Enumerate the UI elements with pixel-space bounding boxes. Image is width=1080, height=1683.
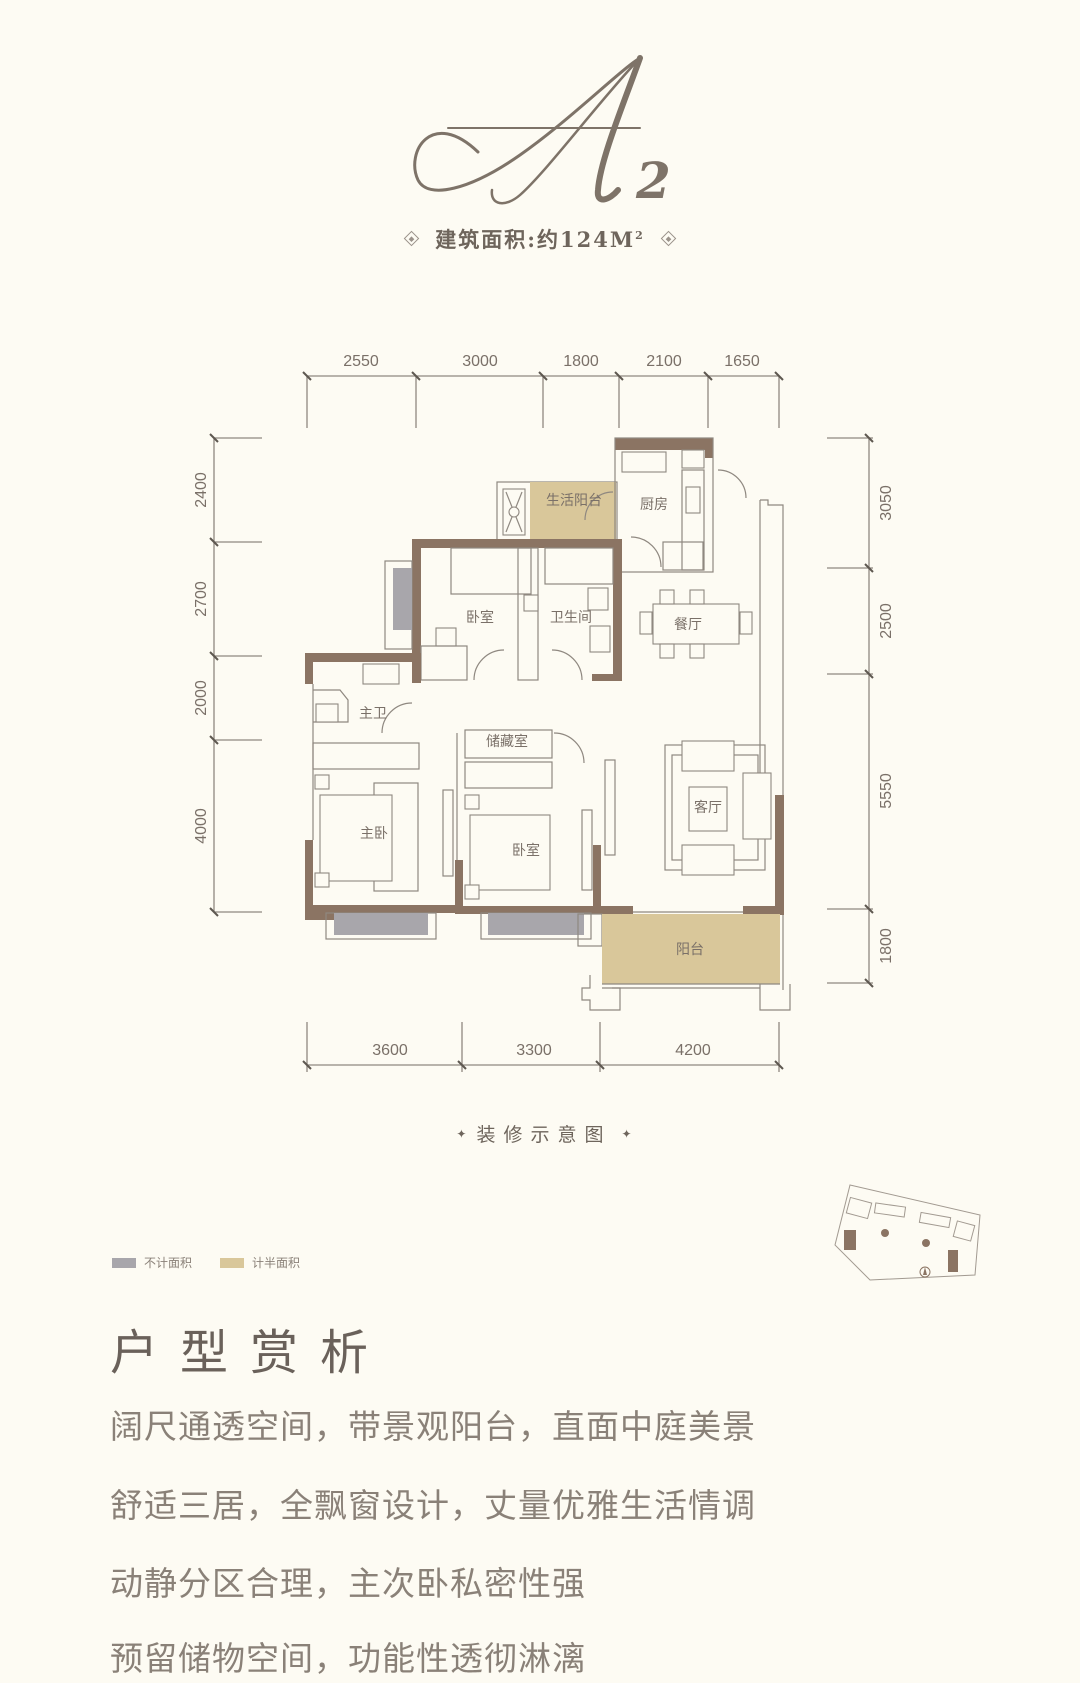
dim-bottom-2: 3300	[516, 1042, 552, 1059]
second-bedroom-block: 储藏室 卧室	[455, 729, 616, 914]
sofa-icon	[742, 772, 772, 840]
caption-text: 装修示意图	[476, 1124, 612, 1146]
chair-icon	[435, 627, 457, 647]
dim-right-3: 5550	[878, 773, 895, 809]
dim-top-3: 1800	[563, 353, 599, 370]
master-suite: 主卫 主卧	[305, 653, 454, 920]
south-wall	[305, 905, 783, 947]
bay-window-not-counted	[488, 913, 584, 935]
room-label-balcony: 阳台	[676, 942, 704, 958]
bottom-dimension-line: 3600 3300 4200	[302, 1022, 784, 1072]
area-legend: 不计面积 计半面积	[112, 1254, 320, 1271]
dim-bottom-1: 3600	[372, 1042, 408, 1059]
legend-item-not-counted: 不计面积	[112, 1254, 192, 1271]
bay-window-not-counted	[334, 913, 428, 935]
washbasin-icon	[589, 625, 611, 653]
room-label-storage: 储藏室	[486, 733, 528, 750]
sink-icon	[621, 451, 667, 473]
left-dimension-line: 2400 2700 2000 4000	[193, 433, 262, 917]
dining-table-icon	[652, 603, 740, 645]
floor-plan: .dim{stroke:#8f8880;stroke-width:1.3;fil…	[193, 353, 895, 1072]
dim-top-2: 3000	[462, 353, 498, 370]
room-label-bathroom: 卫生间	[550, 610, 592, 626]
script-letter-a-icon	[413, 55, 643, 205]
ac-unit-icon	[508, 506, 520, 518]
gray-swatch-icon	[112, 1257, 136, 1268]
dim-top-5: 1650	[724, 353, 760, 370]
legend-item-half-area: 计半面积	[220, 1254, 300, 1271]
east-wall	[759, 499, 784, 990]
living-room: 客厅	[664, 740, 772, 876]
master-washbasin-icon	[362, 663, 400, 685]
dim-bottom-3: 4200	[675, 1042, 711, 1059]
analysis-line-2: 舒适三居，全飘窗设计，丈量优雅生活情调	[110, 1486, 756, 1525]
living-balcony: 阳台	[581, 914, 791, 1011]
sofa-icon	[681, 740, 735, 772]
site-location-map	[834, 1184, 981, 1281]
decoration-caption: ✦ 装修示意图 ✦	[0, 1120, 1080, 1147]
room-label-bedroom-north: 卧室	[466, 609, 494, 626]
dim-left-2: 2700	[193, 581, 210, 617]
dim-right-4: 1800	[878, 928, 895, 964]
analysis-line-3: 动静分区合理，主次卧私密性强	[110, 1564, 586, 1603]
north-bedroom-block: 卧室	[384, 539, 622, 681]
dim-left-1: 2400	[193, 472, 210, 508]
right-dimension-line: 3050 2500 5550 1800	[827, 433, 895, 988]
utility-balcony: 生活阳台	[496, 481, 618, 541]
unit-number: 2	[635, 151, 671, 210]
dim-right-2: 2500	[878, 603, 895, 639]
bathroom: 卫生间	[544, 547, 614, 681]
room-label-master-bath: 主卫	[359, 706, 387, 722]
room-label-master-bedroom: 主卧	[360, 826, 388, 842]
dot-ornament-icon: ✦	[456, 1127, 467, 1141]
dim-left-3: 2000	[193, 680, 210, 716]
dim-top-4: 2100	[646, 353, 682, 370]
dot-ornament-icon: ✦	[621, 1127, 632, 1141]
dim-right-1: 3050	[878, 485, 895, 521]
unit-type-title: 2	[413, 55, 671, 210]
sofa-icon	[681, 844, 735, 876]
room-label-bedroom-second: 卧室	[512, 842, 540, 859]
kitchen: 厨房	[614, 437, 747, 573]
analysis-line-4: 预留储物空间，功能性透彻淋漓	[110, 1639, 586, 1678]
building-area-label: 建筑面积:约124M2	[0, 224, 1080, 254]
dim-top-1: 2550	[343, 353, 379, 370]
toilet-icon	[587, 587, 609, 611]
tan-swatch-icon	[220, 1257, 245, 1268]
room-label-living: 客厅	[694, 799, 722, 816]
dim-left-4: 4000	[193, 808, 210, 844]
top-dimension-line: 2550 3000 1800 2100 1650	[302, 353, 784, 428]
coffee-table-icon	[688, 786, 728, 832]
analysis-heading: 户型赏析	[110, 1325, 391, 1381]
area-text: 建筑面积:约124M	[435, 227, 636, 252]
dining-area: 餐厅	[639, 589, 753, 659]
legend-label: 不计面积	[144, 1256, 193, 1270]
master-toilet-icon	[315, 703, 339, 723]
legend-label: 计半面积	[252, 1256, 301, 1270]
analysis-line-1: 阔尺通透空间，带景观阳台，直面中庭美景	[110, 1407, 756, 1446]
room-label-kitchen: 厨房	[640, 497, 668, 513]
stove-icon	[685, 486, 701, 514]
bed-icon	[319, 794, 393, 882]
bed-icon	[469, 814, 551, 891]
room-label-dining: 餐厅	[674, 617, 702, 633]
area-superscript: 2	[635, 229, 645, 242]
room-label-utility-balcony: 生活阳台	[546, 493, 602, 509]
